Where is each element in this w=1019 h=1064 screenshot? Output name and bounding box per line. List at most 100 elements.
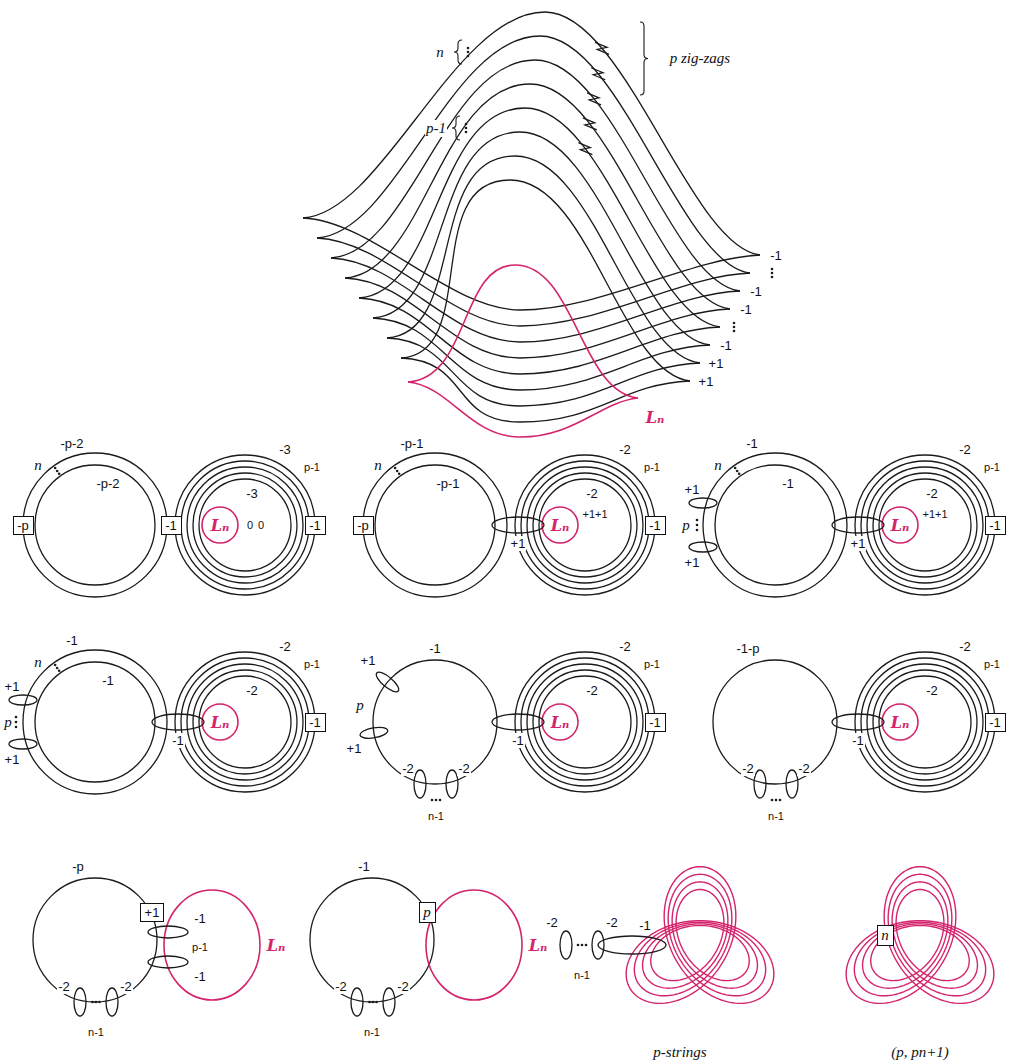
link-name: Lₙ	[210, 713, 231, 732]
framing-number: -2	[245, 683, 259, 698]
framing-number: -2	[605, 915, 619, 930]
ellipsis-dot	[56, 470, 59, 473]
framed-unknot	[703, 453, 847, 597]
link-component	[408, 382, 638, 437]
annotation: p-strings	[652, 1044, 707, 1061]
framed-unknot	[175, 652, 315, 792]
ellipsis-dot	[771, 272, 774, 275]
link-component	[542, 704, 578, 740]
small-label: p-1	[303, 658, 321, 670]
framing-number: -2	[57, 979, 71, 994]
ellipsis-dot	[91, 1001, 94, 1004]
ellipsis-dot	[398, 473, 401, 476]
front-strand	[317, 36, 750, 273]
front-strand	[359, 298, 720, 374]
clasp-unknot	[832, 714, 884, 730]
framed-unknot	[199, 479, 291, 571]
zig-zag	[583, 118, 597, 130]
ellipsis-dot	[368, 1001, 371, 1004]
small-label: +1+1	[581, 508, 608, 520]
small-label: n-1	[767, 810, 785, 822]
framing-number: -1	[428, 641, 442, 656]
framing-box: +1	[140, 903, 164, 922]
variable-label: n	[33, 457, 43, 474]
variable-label: n	[435, 44, 445, 61]
framing-number: -1	[781, 476, 795, 491]
clasp-unknot	[492, 714, 544, 730]
ellipsis-dot	[734, 467, 737, 470]
framing-number: -1	[739, 302, 753, 317]
link-component	[426, 890, 522, 1000]
link-component	[408, 265, 638, 398]
small-label: n-1	[427, 810, 445, 822]
small-label: p-1	[983, 461, 1001, 473]
ellipsis-dot	[54, 467, 57, 470]
framed-unknot	[715, 465, 835, 585]
link-name: Lₙ	[645, 408, 666, 427]
front-strand	[373, 318, 710, 390]
framing-number: -1	[171, 733, 185, 748]
ellipsis-dot	[372, 1001, 375, 1004]
torus-knot-strand	[854, 874, 985, 995]
framing-number: -2	[741, 761, 755, 776]
framed-unknot	[181, 461, 309, 589]
framed-unknot	[861, 658, 989, 786]
small-label: p-1	[643, 461, 661, 473]
ellipsis-dot	[733, 322, 736, 325]
ellipsis-dot	[431, 799, 434, 802]
small-label: p-1	[983, 658, 1001, 670]
framing-box: -1	[305, 516, 326, 535]
brace	[640, 22, 648, 95]
framing-number: -1	[749, 284, 763, 299]
small-label: n-1	[363, 1026, 381, 1038]
small-label: n-1	[87, 1026, 105, 1038]
link-name: Lₙ	[266, 936, 287, 955]
ellipsis-dot	[779, 799, 782, 802]
ellipsis-dot	[465, 123, 468, 126]
framing-number: +1	[4, 679, 21, 694]
framing-number: -2	[925, 486, 939, 501]
torus-knot-strand	[863, 882, 978, 988]
framing-number: -p-2	[59, 436, 84, 451]
ellipsis-dot	[771, 276, 774, 279]
clasp-unknot	[414, 770, 426, 798]
framing-number: +1	[850, 536, 867, 551]
variable-label: p	[355, 697, 365, 714]
framing-number: -3	[245, 486, 259, 501]
ellipsis-dot	[467, 47, 470, 50]
framed-unknot	[879, 676, 971, 768]
link-component	[882, 507, 918, 543]
framed-unknot	[33, 878, 157, 1002]
framing-number: -2	[618, 639, 632, 654]
framed-unknot	[181, 658, 309, 786]
front-strand	[387, 156, 700, 363]
ellipsis-dot	[465, 131, 468, 134]
small-label: 0	[246, 519, 254, 531]
clasp-unknot	[832, 517, 884, 533]
link-component	[202, 704, 238, 740]
ellipsis-dot	[98, 1001, 101, 1004]
framing-number: -1	[511, 733, 525, 748]
framing-box: -1	[985, 516, 1006, 535]
link-name: Lₙ	[528, 936, 549, 955]
brace	[454, 40, 462, 64]
ellipsis-dot	[58, 670, 61, 673]
ellipsis-dot	[733, 326, 736, 329]
framed-unknot	[35, 662, 155, 782]
small-label: 0	[257, 519, 265, 531]
clasp-unknot	[492, 517, 544, 533]
framing-number: -1	[101, 673, 115, 688]
ellipsis-dot	[396, 470, 399, 473]
ellipsis-dot	[54, 664, 57, 667]
framed-unknot	[533, 670, 637, 774]
framing-number: -2	[278, 639, 292, 654]
clasp-unknot	[106, 988, 118, 1016]
framing-box: -1	[985, 713, 1006, 732]
framed-unknot	[187, 467, 303, 583]
ellipsis-dot	[585, 944, 588, 947]
box-text: +1	[145, 905, 160, 920]
front-strand	[345, 84, 730, 309]
front-strand	[359, 108, 720, 327]
ellipsis-dot	[775, 799, 778, 802]
framing-number: -1	[193, 969, 207, 984]
